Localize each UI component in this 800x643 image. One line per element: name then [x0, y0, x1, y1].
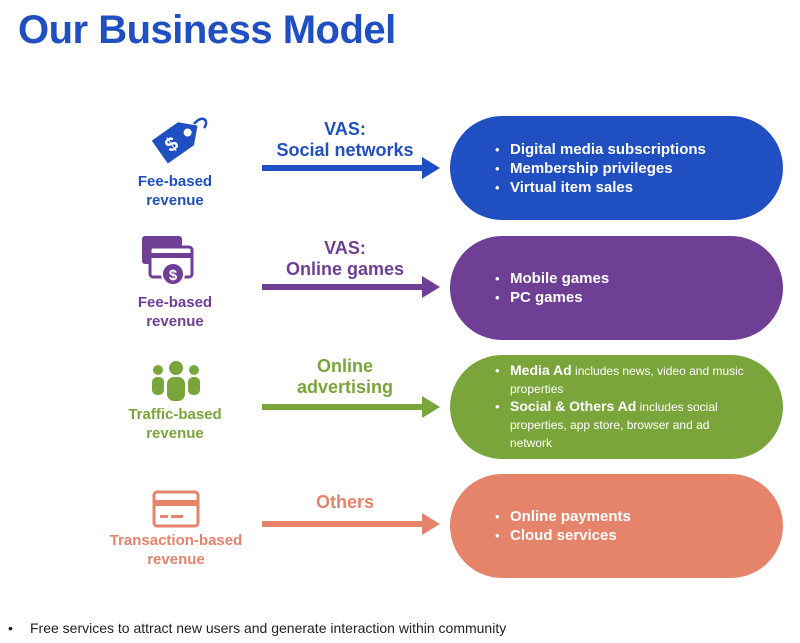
arrow-label-line: VAS: [324, 119, 366, 139]
payment-card-icon [152, 490, 200, 533]
revenue-label-2: Fee-based revenue [110, 293, 240, 331]
revenue-label-line: Traffic-based [128, 406, 222, 423]
svg-text:$: $ [169, 267, 178, 284]
arrow-label-1: VAS: Social networks [260, 119, 430, 161]
pill-online-advertising: Media Ad includes news, video and music … [450, 355, 783, 459]
price-tag-icon: $ [142, 110, 212, 175]
revenue-label-4: Transaction-based revenue [96, 531, 256, 569]
revenue-label-line: Fee-based [137, 173, 213, 190]
bullet-icon: • [8, 620, 13, 636]
list-item: PC games [492, 288, 783, 307]
arrow-label-line: VAS: [324, 238, 366, 258]
revenue-label-1: Fee-based revenue [110, 172, 240, 210]
list-item: Mobile games [492, 269, 783, 288]
footnote-text: Free services to attract new users and g… [30, 620, 507, 636]
list-item: Online payments [492, 507, 783, 526]
page-title: Our Business Model [18, 8, 396, 52]
arrow-1 [262, 157, 440, 179]
revenue-label-line: revenue [146, 425, 204, 442]
list-item: Membership privileges [492, 159, 783, 178]
arrow-4 [262, 513, 440, 535]
credit-cards-icon: $ [140, 233, 200, 296]
item-description: includes social properties, app store, b… [510, 400, 718, 450]
list-item: Media Ad includes news, video and music … [492, 362, 745, 398]
footnote: • Free services to attract new users and … [8, 620, 506, 636]
revenue-label-line: Fee-based [137, 294, 213, 311]
revenue-label-line: revenue [146, 313, 204, 330]
arrow-3 [262, 396, 440, 418]
arrow-label-3: Online advertising [260, 356, 430, 398]
list-item: Digital media subscriptions [492, 140, 783, 159]
arrow-label-line: advertising [296, 377, 394, 397]
pill-others: Online payments Cloud services [450, 474, 783, 578]
pill-online-games: Mobile games PC games [450, 236, 783, 340]
list-item: Cloud services [492, 526, 783, 545]
arrow-2 [262, 276, 440, 298]
list-item: Virtual item sales [492, 178, 783, 197]
arrow-label-line: Social networks [276, 140, 414, 160]
list-item: Social & Others Ad includes social prope… [492, 398, 745, 452]
arrow-label-line: Online [316, 356, 373, 376]
arrow-label-2: VAS: Online games [260, 238, 430, 280]
revenue-label-line: revenue [147, 551, 205, 568]
arrow-label-line: Online games [285, 259, 405, 279]
pill-social-networks: Digital media subscriptions Membership p… [450, 116, 783, 220]
revenue-label-line: Transaction-based [109, 532, 243, 549]
revenue-label-line: revenue [146, 192, 204, 209]
arrow-label-line: Others [315, 492, 375, 512]
arrow-label-4: Others [260, 492, 430, 513]
item-description: includes news, video and music propertie… [510, 364, 744, 396]
people-group-icon [146, 360, 206, 407]
revenue-label-3: Traffic-based revenue [110, 405, 240, 443]
